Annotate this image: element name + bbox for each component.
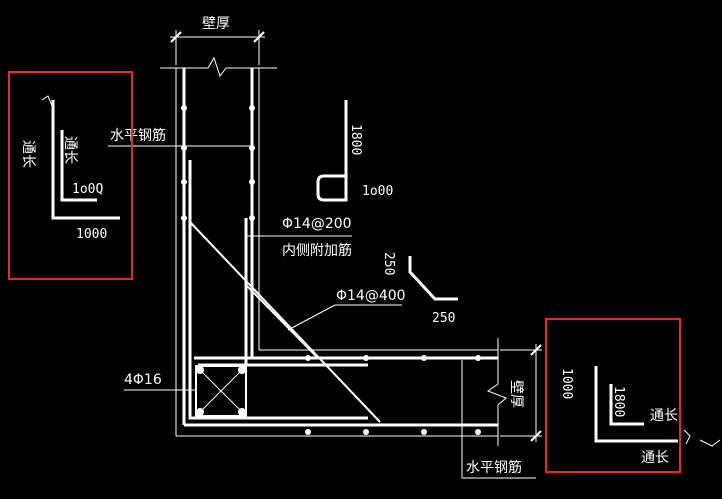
horizontal-rebar-label-top: 水平钢筋 bbox=[110, 127, 166, 144]
left-detail-highlight bbox=[8, 71, 133, 280]
right-bar-detail: 1000 1800 通长 通长 bbox=[545, 318, 691, 473]
hook-1800-detail: 1800 1o00 bbox=[316, 100, 393, 202]
wall-thickness-label-right: 壁厚 bbox=[508, 380, 524, 408]
annotations: 水平钢筋 Φ14@200 内侧附加筋 Φ14@400 4Φ16 水平钢筋 bbox=[108, 127, 536, 479]
diagonal-spec-label: Φ14@400 bbox=[336, 288, 406, 304]
bend-250-detail: 250 250 bbox=[381, 252, 458, 326]
inner-additional-spec-label: Φ14@200 bbox=[282, 216, 352, 232]
edge-mark bbox=[699, 439, 721, 447]
left-bar-detail: 通长 通长 1o0Q 1000 bbox=[8, 71, 133, 280]
diagonal-bars bbox=[189, 221, 381, 423]
right-detail-highlight bbox=[545, 318, 681, 473]
wall-thickness-dimension-top: 壁厚 bbox=[170, 16, 265, 65]
vertical-wall-rebars bbox=[181, 68, 255, 425]
inner-additional-name-label: 内侧附加筋 bbox=[282, 242, 352, 259]
corner-bars-label: 4Φ16 bbox=[124, 372, 162, 388]
corner-stirrup bbox=[195, 365, 247, 417]
wall-thickness-dimension-right: 壁厚 bbox=[500, 344, 542, 442]
bend-dim-vertical: 250 bbox=[381, 252, 396, 275]
left-dim-long: 1000 bbox=[76, 227, 107, 242]
left-dim-short: 1o0Q bbox=[72, 182, 103, 197]
right-through-label-2: 通长 bbox=[641, 450, 669, 466]
left-through-label-2: 通长 bbox=[62, 136, 78, 164]
left-through-label-1: 通长 bbox=[20, 140, 36, 168]
horizontal-rebar-label-bottom: 水平钢筋 bbox=[466, 459, 522, 476]
right-dim-outer: 1000 bbox=[559, 368, 574, 399]
wall-thickness-label-top: 壁厚 bbox=[202, 16, 230, 32]
hook-dim-bottom: 1o00 bbox=[362, 184, 393, 199]
bend-dim-horizontal: 250 bbox=[432, 311, 455, 326]
right-through-label-1: 通长 bbox=[650, 408, 678, 424]
right-dim-inner: 1800 bbox=[611, 386, 626, 417]
hook-dim-vertical: 1800 bbox=[348, 124, 363, 155]
wall-outline bbox=[160, 56, 507, 446]
